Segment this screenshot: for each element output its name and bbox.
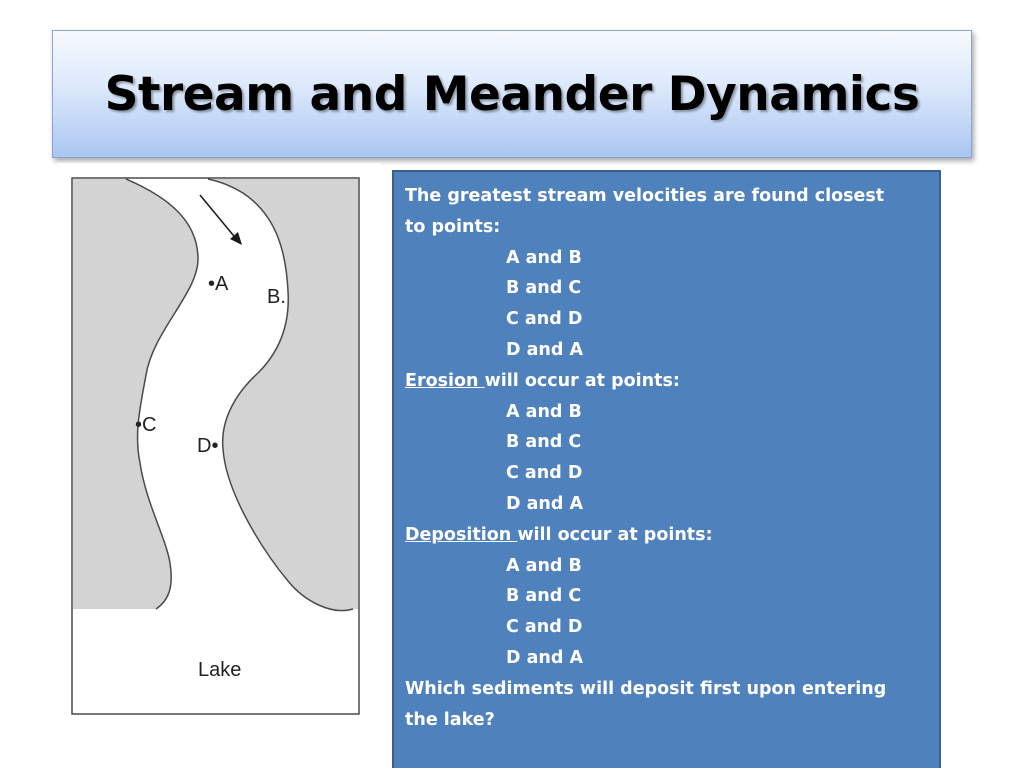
right-bank-edge <box>207 178 354 612</box>
point-b-label: B. <box>267 286 286 308</box>
q3-option-1: A and B <box>506 555 582 576</box>
meander-diagram: •A B. •C D• Lake <box>58 163 380 723</box>
point-c-label: •C <box>135 414 156 436</box>
flow-arrow-shaft <box>199 194 239 242</box>
question-box: The greatest stream velocities are found… <box>392 170 941 768</box>
q3-rest: will occur at points: <box>517 524 713 545</box>
q2-keyword: Erosion <box>405 370 485 391</box>
q2-option-2: B and C <box>506 432 582 453</box>
q4-line2: the lake? <box>405 709 495 730</box>
q1-option-1: A and B <box>506 247 582 268</box>
slide-title: Stream and Meander Dynamics <box>104 66 920 122</box>
q2-rest: will occur at points: <box>484 370 680 391</box>
flow-arrow-icon <box>230 232 242 245</box>
q2-option-1: A and B <box>506 401 582 422</box>
q1-option-3: C and D <box>506 309 583 330</box>
q4-line1: Which sediments will deposit first upon … <box>405 678 887 699</box>
q3-option-4: D and A <box>506 647 584 668</box>
q3-option-2: B and C <box>506 586 582 607</box>
right-bank-land <box>208 179 358 611</box>
meander-diagram-svg: •A B. •C D• Lake <box>71 177 360 715</box>
q2-option-3: C and D <box>506 463 583 484</box>
point-a-label: •A <box>208 273 229 295</box>
q1-option-2: B and C <box>506 278 582 299</box>
left-bank-edge <box>125 178 199 610</box>
q3-keyword: Deposition <box>405 524 518 545</box>
q3-option-3: C and D <box>506 617 583 638</box>
q3-line: Deposition will occur at points: <box>405 520 928 551</box>
point-d-label: D• <box>197 435 218 457</box>
q1-option-4: D and A <box>506 339 584 360</box>
left-bank-land <box>73 179 198 609</box>
q2-option-4: D and A <box>506 493 584 514</box>
q2-line: Erosion will occur at points: <box>405 366 928 397</box>
title-banner: Stream and Meander Dynamics <box>52 30 972 158</box>
lake-label: Lake <box>198 659 241 681</box>
q1-line1: The greatest stream velocities are found… <box>405 186 885 206</box>
q1-line2: to points: <box>405 216 501 237</box>
